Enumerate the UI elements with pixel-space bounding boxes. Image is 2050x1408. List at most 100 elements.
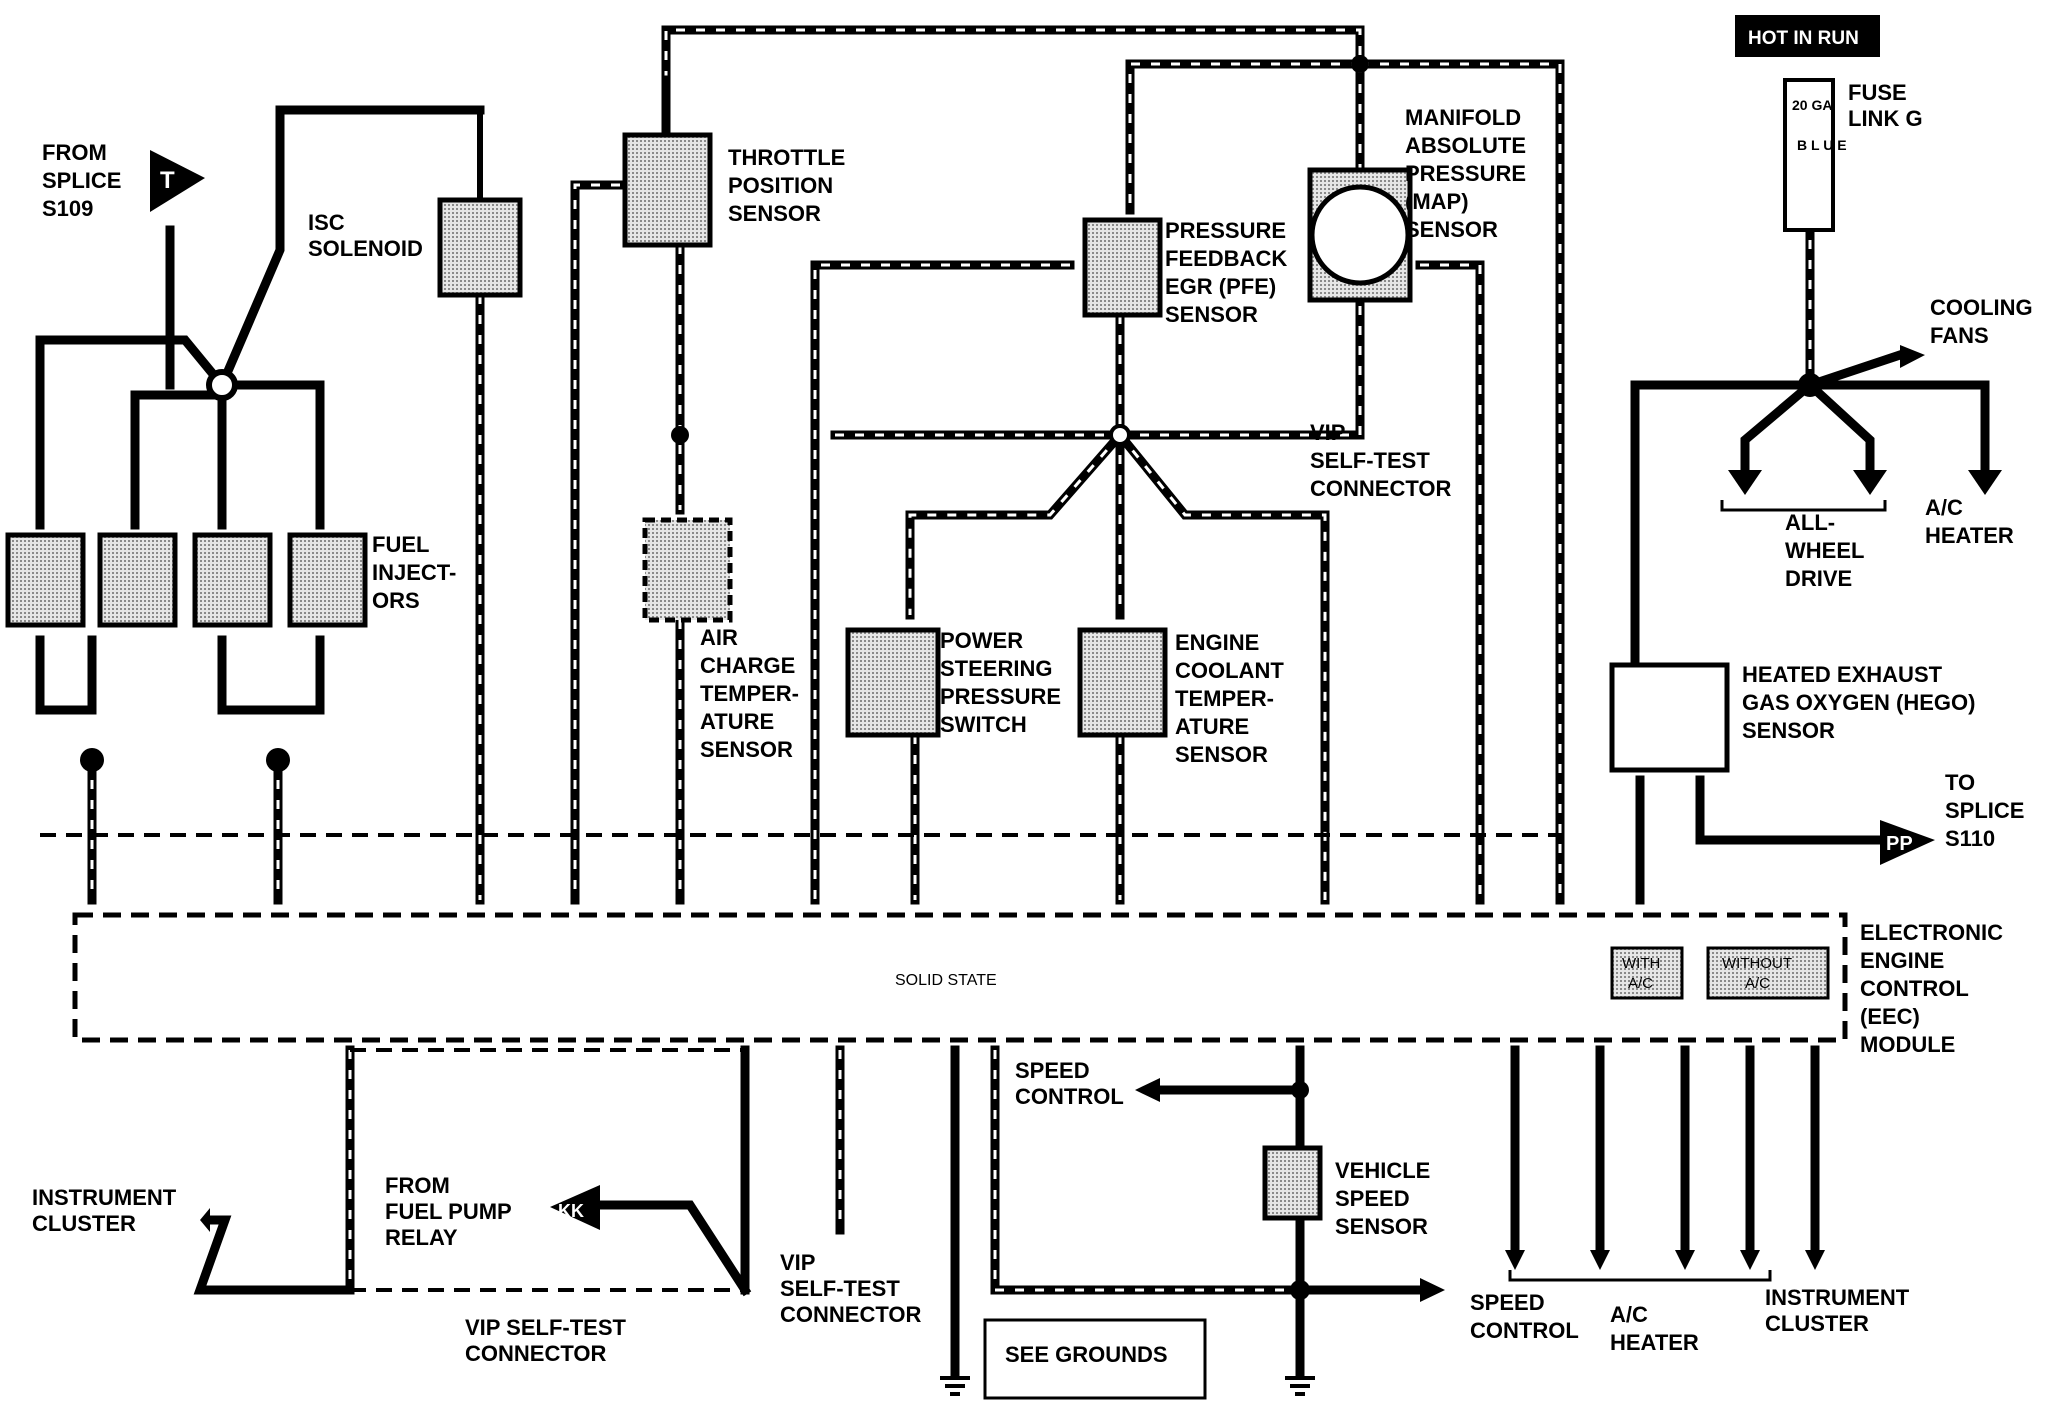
fuel-pump-label: FROM <box>385 1173 450 1198</box>
act-label-5: SENSOR <box>700 737 793 762</box>
fuel-injectors-label-3: ORS <box>372 588 420 613</box>
hego-label: HEATED EXHAUST <box>1742 662 1943 687</box>
throttle-position-sensor <box>622 132 713 248</box>
act-label: AIR <box>700 625 738 650</box>
tps-label: THROTTLE <box>728 145 845 170</box>
tag-pp-label: PP <box>1886 833 1913 855</box>
with-ac-label-2: A/C <box>1628 975 1653 992</box>
arrows <box>200 345 2002 1302</box>
tag-pp-connector <box>1880 820 1935 865</box>
instrument-cluster-right-label-2: CLUSTER <box>1765 1311 1869 1336</box>
map-label: MANIFOLD <box>1405 105 1521 130</box>
tps-label-2: POSITION <box>728 173 833 198</box>
map-label-5: SENSOR <box>1405 217 1498 242</box>
fuse-link-label: FUSE <box>1848 80 1907 105</box>
eec-label: ELECTRONIC <box>1860 920 2003 945</box>
pss-label-3: PRESSURE <box>940 684 1061 709</box>
splice-dots <box>80 55 1822 1300</box>
map-label-4: (MAP) <box>1405 189 1469 214</box>
tag-kk-label: KK <box>558 1201 584 1221</box>
vss-label-3: SENSOR <box>1335 1214 1428 1239</box>
without-ac-label: WITHOUT <box>1722 955 1792 972</box>
awd-label: ALL- <box>1785 510 1835 535</box>
ect-label-5: SENSOR <box>1175 742 1268 767</box>
to-splice-label: TO <box>1945 770 1975 795</box>
map-label-2: ABSOLUTE <box>1405 133 1526 158</box>
with-ac-label: WITH <box>1622 955 1660 972</box>
components <box>5 15 1880 1400</box>
pss-label-4: SWITCH <box>940 712 1027 737</box>
tag-kk-connector <box>550 1185 600 1230</box>
brackets <box>1508 500 1887 1282</box>
speed-control-bottom-label: SPEED <box>1470 1290 1545 1315</box>
injector-1 <box>5 532 86 628</box>
injector-2 <box>192 532 273 628</box>
ac-heater-label: A/C <box>1925 495 1963 520</box>
act-label-4: ATURE <box>700 709 774 734</box>
solid-state-label: SOLID STATE <box>895 972 997 989</box>
act-label-2: CHARGE <box>700 653 795 678</box>
pss-label-2: STEERING <box>940 656 1052 681</box>
act-label-3: TEMPER- <box>700 681 799 706</box>
pss-label: POWER <box>940 628 1023 653</box>
pfe-label-2: FEEDBACK <box>1165 246 1287 271</box>
injector-4 <box>97 532 178 628</box>
speed-control-label-2: CONTROL <box>1015 1084 1124 1109</box>
pfe-label: PRESSURE <box>1165 218 1286 243</box>
vss-sensor <box>1262 1145 1323 1221</box>
instrument-cluster-left-label-2: CLUSTER <box>32 1211 136 1236</box>
vip-mid-label-2: SELF-TEST <box>780 1276 900 1301</box>
instrument-cluster-left-label: INSTRUMENT <box>32 1185 177 1210</box>
eec-label-3: CONTROL <box>1860 976 1969 1001</box>
hego-sensor <box>1609 662 1730 773</box>
hot-in-run-box <box>1735 15 1880 57</box>
injector-3 <box>287 532 368 628</box>
isc-label: ISC <box>308 210 345 235</box>
fuse-20ga-label: 20 GA <box>1792 97 1832 113</box>
map-sensor-dial <box>1309 184 1411 286</box>
vip-label-2: SELF-TEST <box>1310 448 1430 473</box>
to-splice-label-3: S110 <box>1945 826 1995 851</box>
ect-label-2: COOLANT <box>1175 658 1284 683</box>
without-ac-label-2: A/C <box>1745 975 1770 992</box>
map-label-3: PRESSURE <box>1405 161 1526 186</box>
speed-control-label: SPEED <box>1015 1058 1090 1083</box>
awd-label-3: DRIVE <box>1785 566 1852 591</box>
eec-label-2: ENGINE <box>1860 948 1944 973</box>
air-charge-temp-sensor <box>642 517 733 623</box>
fuse-link <box>1783 78 1835 232</box>
ground-symbols <box>940 1376 1315 1396</box>
vip-mid-label: VIP <box>780 1250 815 1275</box>
hego-label-3: SENSOR <box>1742 718 1835 743</box>
from-splice-label-2: SPLICE <box>42 168 121 193</box>
eec-label-4: (EEC) <box>1860 1004 1920 1029</box>
see-grounds-label: SEE GROUNDS <box>1005 1342 1168 1367</box>
isc-solenoid <box>437 197 523 298</box>
pfe-label-4: SENSOR <box>1165 302 1258 327</box>
vss-label-2: SPEED <box>1335 1186 1410 1211</box>
to-splice-label-2: SPLICE <box>1945 798 2024 823</box>
ac-heater-bottom-label-2: HEATER <box>1610 1330 1699 1355</box>
isc-label-2: SOLENOID <box>308 236 423 261</box>
eec-module-box <box>72 912 1848 1043</box>
eec-label-5: MODULE <box>1860 1032 1955 1057</box>
pfe-label-3: EGR (PFE) <box>1165 274 1276 299</box>
see-grounds-box <box>983 1318 1207 1400</box>
vip-label-3: CONNECTOR <box>1310 476 1451 501</box>
from-splice-label-3: S109 <box>42 196 93 221</box>
ect-label: ENGINE <box>1175 630 1259 655</box>
fuel-pump-label-3: RELAY <box>385 1225 458 1250</box>
ac-heater-label-2: HEATER <box>1925 523 2014 548</box>
ect-sensor <box>1077 627 1168 738</box>
vip-bottom-label-2: CONNECTOR <box>465 1341 606 1366</box>
cooling-fans-label-2: FANS <box>1930 323 1989 348</box>
harness-dashes <box>40 833 1560 1292</box>
without-ac-box <box>1706 946 1830 1000</box>
ac-heater-bottom-label: A/C <box>1610 1302 1648 1327</box>
vss-label: VEHICLE <box>1335 1158 1430 1183</box>
ect-label-3: TEMPER- <box>1175 686 1274 711</box>
awd-label-2: WHEEL <box>1785 538 1864 563</box>
from-splice-label: FROM <box>42 140 107 165</box>
fuse-blue-label: B L U E <box>1797 137 1847 153</box>
